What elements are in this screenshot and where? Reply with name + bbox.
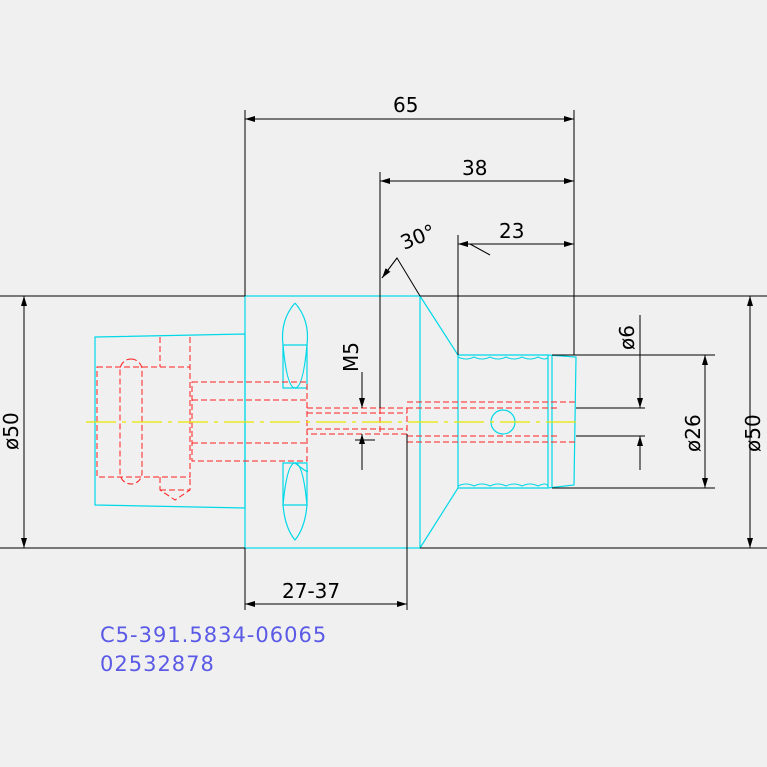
dim-thread: M5 xyxy=(339,342,363,372)
dim-length-38: 38 xyxy=(462,156,487,180)
dim-diameter-right: ø50 xyxy=(741,414,765,452)
dimension-lines xyxy=(0,110,767,610)
dim-angle: 30° xyxy=(397,219,439,255)
dim-diameter-26: ø26 xyxy=(681,414,705,452)
part-code: C5-391.5834-06065 xyxy=(100,623,327,647)
dim-range: 27-37 xyxy=(282,579,340,603)
part-number: 02532878 xyxy=(100,652,215,676)
dim-overall-length: 65 xyxy=(393,93,418,117)
hidden-lines xyxy=(96,337,576,501)
dim-diameter-6: ø6 xyxy=(615,325,639,350)
dim-diameter-left: ø50 xyxy=(0,412,23,450)
dim-length-23: 23 xyxy=(499,219,524,243)
